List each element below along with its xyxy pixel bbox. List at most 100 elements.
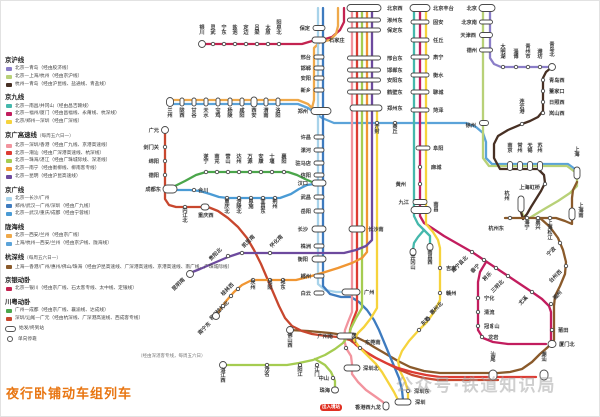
station-泰宁[interactable]	[481, 257, 487, 263]
station-青岛西[interactable]	[540, 77, 546, 83]
station-岳阳[interactable]	[313, 208, 325, 214]
station-郑州东[interactable]	[349, 104, 383, 112]
station-日照西[interactable]	[540, 99, 546, 105]
station-信阳[interactable]	[313, 172, 325, 178]
station-衡水[interactable]	[410, 72, 430, 78]
station-连云港[interactable]	[519, 121, 525, 127]
station-宁化[interactable]	[475, 295, 481, 301]
station-建宁县北[interactable]	[469, 249, 475, 255]
station-北京[interactable]	[478, 4, 496, 12]
station-大明湖[interactable]	[500, 64, 506, 70]
station-商丘[interactable]	[392, 120, 398, 126]
station-贵阳北[interactable]	[225, 253, 231, 259]
station-恩施[interactable]	[248, 195, 254, 201]
station-长沙[interactable]	[311, 225, 327, 233]
station-宜昌东[interactable]	[260, 195, 266, 201]
station-东莞南[interactable]	[357, 345, 363, 351]
station-甘谷[interactable]	[191, 97, 197, 107]
station-盐池[interactable]	[232, 41, 238, 47]
station-菏泽[interactable]	[410, 107, 430, 113]
station-桂林西[interactable]	[235, 286, 241, 292]
station-武昌[interactable]	[313, 194, 325, 200]
station-莆田[interactable]	[549, 327, 555, 333]
station-上海[interactable]	[573, 166, 581, 180]
station-三明北[interactable]	[505, 273, 511, 279]
station-湛江西[interactable]	[219, 361, 227, 369]
station-西安[interactable]	[250, 96, 258, 108]
station-阳江[interactable]	[297, 362, 303, 368]
station-邯郸东[interactable]	[347, 67, 381, 73]
station-龙岩[interactable]	[479, 334, 485, 340]
station-厦门北[interactable]	[547, 340, 557, 348]
station-陇西[interactable]	[179, 97, 185, 107]
station-潍坊[interactable]	[537, 64, 543, 70]
station-南充[interactable]	[214, 169, 220, 175]
station-深圳北[interactable]	[343, 364, 361, 372]
station-青州市[interactable]	[525, 64, 531, 70]
station-兰州[interactable]	[166, 97, 174, 107]
station-将乐[interactable]	[493, 265, 499, 271]
station-祁东[interactable]	[280, 277, 286, 283]
station-黄州[interactable]	[417, 181, 423, 187]
station-汕尾[interactable]	[488, 369, 498, 381]
station-许昌[interactable]	[313, 134, 325, 140]
station-重庆西[interactable]	[200, 203, 210, 211]
station-徐州[interactable]	[479, 120, 489, 126]
station-上海虹桥[interactable]	[542, 181, 548, 187]
station-天津西[interactable]	[479, 32, 493, 38]
station-重庆北[interactable]	[224, 195, 230, 201]
station-开封[interactable]	[374, 120, 380, 126]
station-南宁东[interactable]	[212, 312, 220, 320]
station-肃宁[interactable]	[410, 54, 430, 60]
station-香港西九龙[interactable]	[382, 401, 390, 411]
station-合川[interactable]	[191, 187, 197, 193]
station-福州[interactable]	[548, 301, 554, 307]
station-杭州东[interactable]	[507, 215, 513, 221]
station-青岛北[interactable]	[548, 63, 556, 71]
station-北京西[interactable]	[346, 4, 382, 12]
station-株洲[interactable]	[313, 243, 325, 249]
station-茂名[interactable]	[264, 362, 270, 368]
station-定边[interactable]	[243, 41, 249, 47]
station-中山[interactable]	[330, 375, 336, 381]
station-邢台东[interactable]	[347, 55, 381, 61]
station-遂宁[interactable]	[203, 169, 209, 175]
station-董家口[interactable]	[540, 88, 546, 94]
station-白云[interactable]	[313, 290, 325, 296]
station-无锡[interactable]	[527, 161, 533, 171]
station-阳泉北[interactable]	[276, 41, 282, 47]
station-渭南[interactable]	[263, 97, 269, 107]
station-内江北[interactable]	[182, 204, 188, 210]
station-十堰[interactable]	[269, 169, 275, 175]
station-台州西[interactable]	[563, 263, 569, 269]
station-襄阳[interactable]	[281, 169, 287, 175]
station-驻马店[interactable]	[313, 160, 325, 166]
station-保定东[interactable]	[347, 27, 381, 33]
station-天水[interactable]	[203, 97, 209, 107]
station-海宁[interactable]	[524, 215, 530, 221]
station-绵阳[interactable]	[162, 158, 168, 164]
station-达州[interactable]	[236, 169, 242, 175]
station-郑州[interactable]	[310, 107, 332, 115]
station-清流[interactable]	[475, 309, 481, 315]
station-太原[interactable]	[265, 41, 271, 47]
station-郴州[interactable]	[313, 273, 325, 279]
station-吉安[interactable]	[437, 265, 443, 271]
station-广元[interactable]	[161, 126, 169, 134]
station-东莞[interactable]	[416, 327, 422, 333]
station-衡阳[interactable]	[311, 255, 327, 263]
station-邯郸[interactable]	[313, 65, 325, 71]
station-赣州[interactable]	[437, 290, 443, 296]
station-鹤壁东[interactable]	[347, 89, 381, 95]
station-昆明南[interactable]	[186, 270, 194, 278]
station-漯河[interactable]	[313, 147, 325, 153]
station-德阳[interactable]	[162, 172, 168, 178]
station-固安[interactable]	[410, 19, 430, 25]
station-珠海[interactable]	[331, 386, 339, 394]
station-深圳[interactable]	[394, 398, 412, 406]
station-汉口[interactable]	[311, 179, 327, 187]
station-凯里南[interactable]	[239, 250, 245, 256]
station-淄博[interactable]	[513, 64, 519, 70]
station-保定[interactable]	[312, 25, 326, 31]
station-安阳[interactable]	[313, 75, 325, 81]
